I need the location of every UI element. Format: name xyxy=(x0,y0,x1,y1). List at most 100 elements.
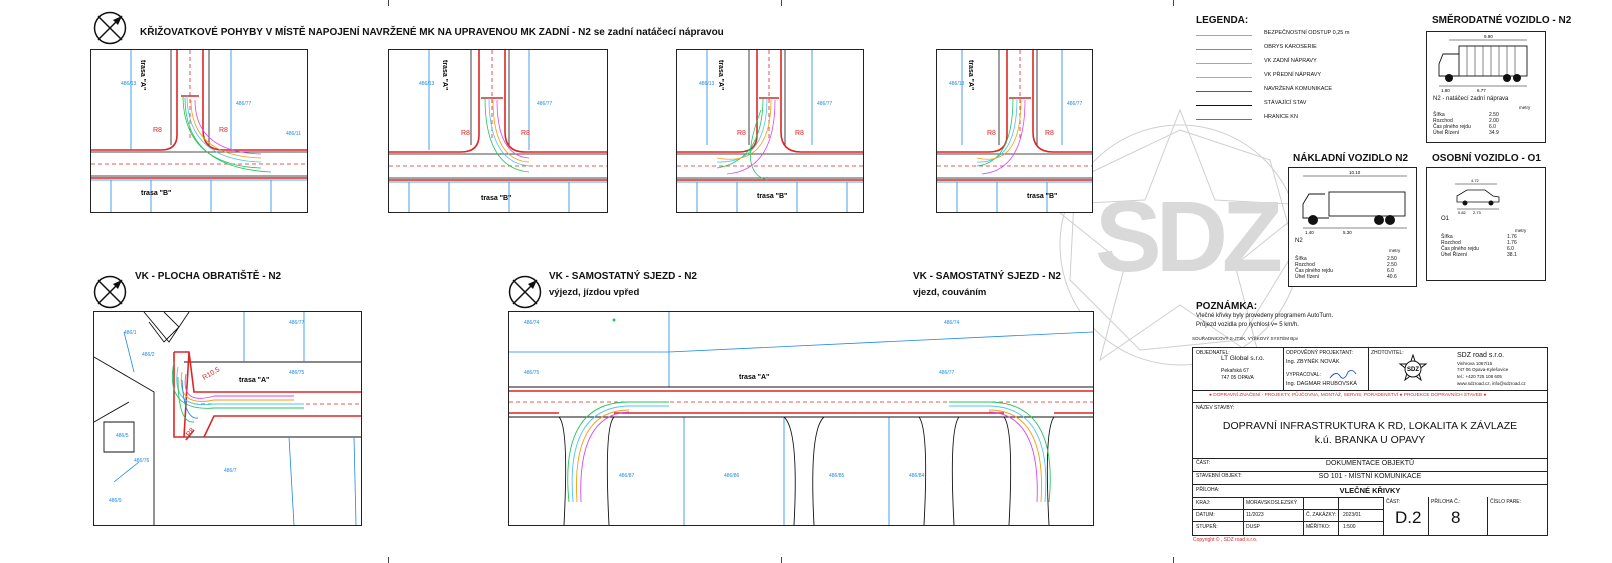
legend-swatch xyxy=(1196,63,1252,64)
dim-label: 1.80 xyxy=(1441,88,1450,93)
ref-vehicle-caption: N2 - natáčecí zadní náprava xyxy=(1433,96,1509,102)
parcel-label: 486/13 xyxy=(949,81,965,87)
junction-panel-1: trasa "B" trasa "A" 486/13 486/77 486/11… xyxy=(90,49,308,213)
route-b-label: trasa "B" xyxy=(1027,193,1057,200)
route-a-label: trasa "A" xyxy=(967,60,974,90)
signature-icon xyxy=(1329,369,1357,379)
dim-label: 4.72 xyxy=(1471,178,1480,183)
investor-address: Pekařská 67 xyxy=(1221,368,1249,374)
route-a-label: trasa "A" xyxy=(441,60,448,90)
scale-value: 1:500 xyxy=(1343,524,1356,530)
legend-swatch xyxy=(1196,91,1252,92)
legend-item: STÁVAJÍCÍ STAV xyxy=(1196,99,1356,111)
parcel-label: 486/75 xyxy=(289,370,305,376)
contractor-label: ZHOTOVITEL: xyxy=(1371,350,1404,356)
parcel-label: 486/76 xyxy=(134,458,150,464)
stage-label: STUPEŇ: xyxy=(1196,524,1218,530)
company-address: Vinhrova 1067/15 xyxy=(1457,361,1493,366)
copyright: Copyright © , SDZ road s.r.o. xyxy=(1193,537,1258,543)
car-vehicle-caption: O1 xyxy=(1441,216,1450,222)
legend-label: NAVRŽENÁ KOMUNIKACE xyxy=(1264,86,1333,92)
driveway-reverse-title: VK - SAMOSTATNÝ SJEZD - N2 xyxy=(913,271,1061,282)
investor-label: OBJEDNATEL: xyxy=(1196,350,1230,356)
legend-item: VK ZADNÍ NÁPRAVY xyxy=(1196,57,1356,69)
parcel-label: 486/9 xyxy=(109,498,122,504)
radius-marker: R8 xyxy=(521,130,530,137)
route-a-label: trasa "A" xyxy=(139,60,146,90)
appendix-label: PŘÍLOHA Č.: xyxy=(1431,499,1461,505)
parcel-label: 486/11 xyxy=(286,131,301,137)
ref-vehicle-title: SMĚRODATNÉ VOZIDLO - N2 xyxy=(1432,15,1572,26)
frame-tick xyxy=(781,557,782,563)
route-a-label: trasa "A" xyxy=(239,377,269,384)
parcel-label: 486/13 xyxy=(121,81,137,87)
legend-item: OBRYS KAROSERIE xyxy=(1196,43,1356,55)
radius-marker: R8 xyxy=(987,130,996,137)
radius-marker: R8 xyxy=(737,130,746,137)
title-block: OBJEDNATEL: LT Global s.r.o. Pekařská 67… xyxy=(1192,347,1548,536)
north-arrow-icon xyxy=(508,275,542,309)
legend-swatch xyxy=(1196,119,1252,120)
investor-address: 747 05 OPAVA xyxy=(1221,375,1254,381)
part-label: ČÁST: xyxy=(1196,460,1211,466)
frame-tick xyxy=(1173,0,1174,6)
parcel-label: 486/77 xyxy=(289,320,305,326)
order-label: Č. ZAKÁZKY: xyxy=(1306,512,1337,518)
parcel-label: 486/77 xyxy=(537,101,553,107)
truck-drawing-icon: 10.10 1.40 5.30 xyxy=(1302,170,1407,235)
company-address: 747 06 Opava-Kylešovice xyxy=(1457,367,1509,372)
dim-label: 9.90 xyxy=(1484,34,1493,39)
parcel-label: 486/77 xyxy=(817,101,833,107)
unit-label: metry xyxy=(1515,228,1527,233)
route-b-label: trasa "B" xyxy=(757,193,787,200)
legend-item: BEZPEČNOSTNÍ ODSTUP 0,25 m xyxy=(1196,29,1356,41)
radius-marker: R8 xyxy=(795,130,804,137)
legend-swatch xyxy=(1196,105,1252,106)
svg-text:SDZ: SDZ xyxy=(1407,367,1419,373)
note-line: Průjezd vozidla pro rychlost v= 5 km/h. xyxy=(1196,322,1299,328)
legend-label: BEZPEČNOSTNÍ ODSTUP 0,25 m xyxy=(1264,30,1350,36)
parcel-label: 486/84 xyxy=(909,473,925,479)
attachment-value: VLEČNÉ KŘIVKY xyxy=(1339,486,1401,495)
company-logo: SDZ xyxy=(1398,353,1428,384)
legend-label: STÁVAJÍCÍ STAV xyxy=(1264,100,1307,106)
driveway-reverse-subtitle: vjezd, couváním xyxy=(913,287,987,298)
parcel-label: 486/77 xyxy=(939,370,955,376)
dim-label: 10.10 xyxy=(1349,170,1361,175)
radius-marker: R8 xyxy=(219,127,228,134)
turnaround-panel: trasa "A" R10,5 R8 486/1 486/2 486/5 486… xyxy=(93,311,362,526)
note-title: POZNÁMKA: xyxy=(1196,301,1258,312)
date-value: 11/2023 xyxy=(1246,512,1264,518)
parcel-label: 486/74 xyxy=(944,320,960,326)
frame-tick xyxy=(388,0,389,6)
radius-marker: R8 xyxy=(185,427,196,438)
copies-label: ČÍSLO PARE: xyxy=(1490,499,1522,505)
legend-swatch xyxy=(1196,77,1252,78)
driveway-forward-subtitle: výjezd, jízdou vpřed xyxy=(549,287,640,298)
attachment-label: PŘÍLOHA: xyxy=(1196,487,1220,493)
radius-marker: R8 xyxy=(153,127,162,134)
radius-marker: R8 xyxy=(461,130,470,137)
parcel-label: 486/1 xyxy=(124,330,137,336)
dim-label: 5.30 xyxy=(1343,230,1352,235)
legend-label: OBRYS KAROSERIE xyxy=(1264,44,1317,50)
responsible-label: ODPOVĚDNÝ PROJEKTANT: xyxy=(1286,350,1353,356)
part-value: DOKUMENTACE OBJEKTŮ xyxy=(1325,460,1415,467)
building-name: DOPRAVNÍ INFRASTRUKTURA K RD, LOKALITA K… xyxy=(1222,420,1518,432)
parcel-label: 486/13 xyxy=(699,81,715,87)
services-banner: ● DOPRAVNÍ ZNAČENÍ - PROJEKTY, PŮJČOVNA,… xyxy=(1209,393,1487,398)
watermark-text: SDZ xyxy=(1095,181,1283,293)
frame-tick xyxy=(388,557,389,563)
dim-label: 0.82 xyxy=(1458,210,1467,215)
truck-vehicle-caption: N2 xyxy=(1295,238,1303,244)
junction-panel-4: trasa "B" trasa "A" 486/13 486/77 R8 R8 xyxy=(936,49,1093,213)
dim-label: 2.73 xyxy=(1473,210,1482,215)
object-value: SO 101 - MÍSTNÍ KOMUNIKACE xyxy=(1318,473,1422,480)
legend: LEGENDA: BEZPEČNOSTNÍ ODSTUP 0,25 m OBRY… xyxy=(1196,15,1396,125)
drawn-label: VYPRACOVAL: xyxy=(1286,372,1321,378)
